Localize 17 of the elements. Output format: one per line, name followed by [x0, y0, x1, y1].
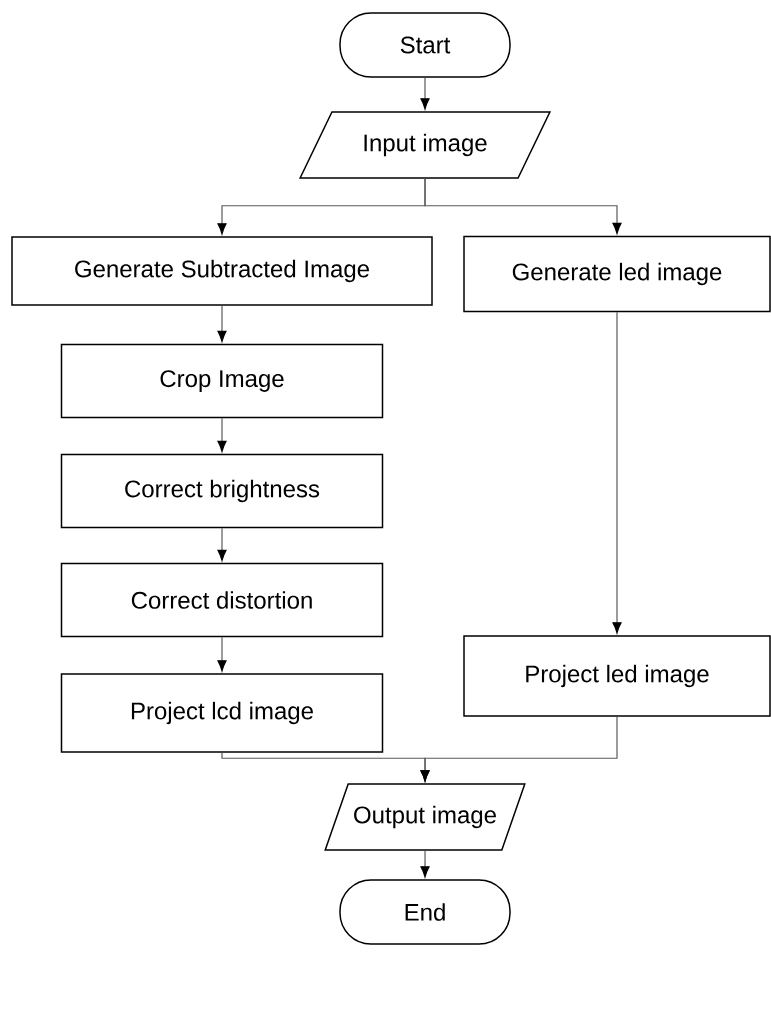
arrow	[420, 716, 618, 782]
arrow	[424, 178, 622, 234]
arrow	[217, 305, 227, 342]
process-box: Crop Image	[60, 343, 384, 419]
process-box: Generate led image	[463, 235, 771, 313]
arrow	[612, 311, 622, 634]
arrow	[217, 527, 227, 561]
input-output-parallelogram: Output image	[324, 783, 526, 851]
process-box: Generate Subtracted Image	[11, 236, 433, 306]
arrow	[217, 636, 227, 672]
process-box: Project led image	[463, 635, 771, 717]
process-box: Correct brightness	[60, 453, 384, 529]
process-box: Project lcd image	[60, 673, 384, 753]
arrow	[217, 417, 227, 452]
process-box: Correct distortion	[60, 562, 384, 638]
arrow	[420, 77, 430, 110]
arrow	[420, 850, 430, 878]
